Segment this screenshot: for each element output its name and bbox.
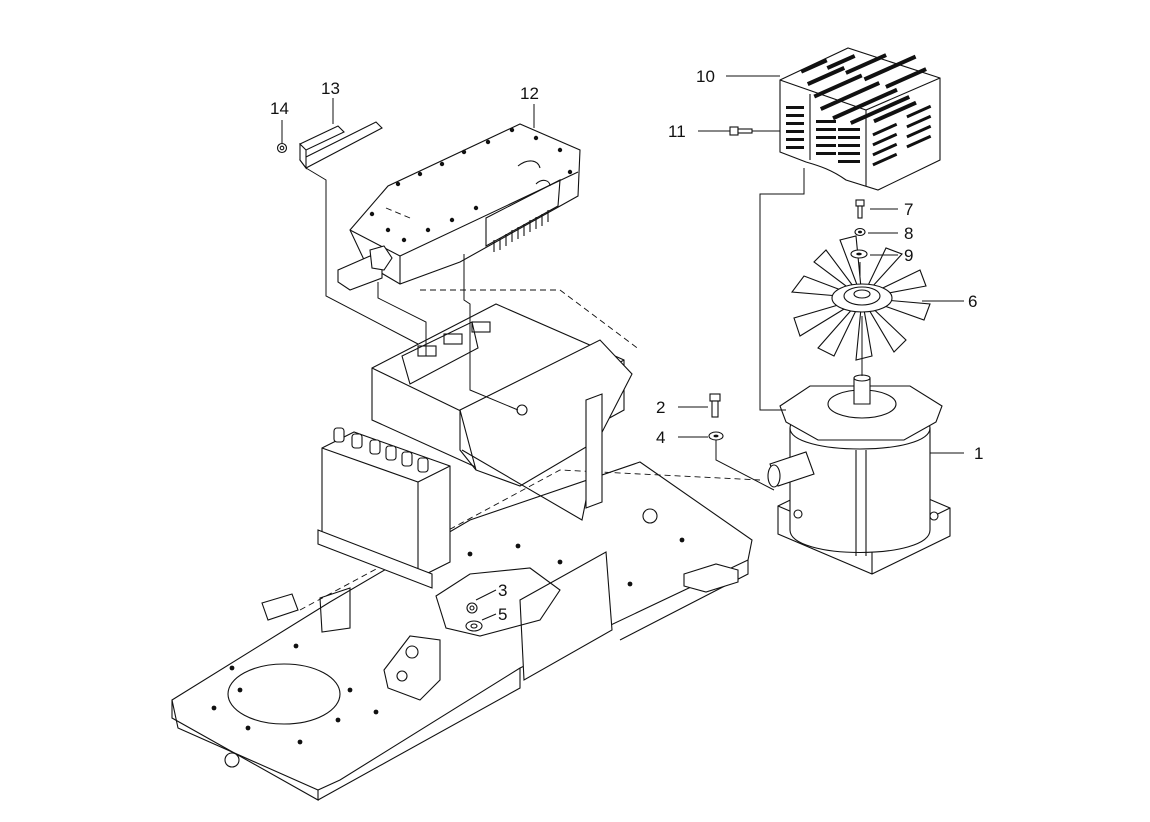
mount-bracket — [383, 635, 441, 701]
controller-unit — [337, 123, 581, 291]
motor — [767, 374, 951, 575]
tow-pin — [224, 752, 240, 768]
assembly-lines — [281, 75, 964, 621]
callout-7: 7 — [904, 200, 913, 219]
fan-cover — [779, 47, 941, 191]
callout-11: 11 — [668, 122, 686, 141]
bolt — [709, 393, 721, 418]
screw — [855, 199, 865, 219]
callout-8: 8 — [904, 224, 913, 243]
cover-plate — [519, 551, 613, 681]
battery — [317, 427, 451, 589]
support-post — [585, 393, 603, 509]
callout-3: 3 — [498, 581, 507, 600]
bracket — [299, 121, 383, 170]
mount-nut — [465, 620, 483, 632]
lock-washer — [854, 227, 866, 237]
washer — [708, 431, 724, 441]
callout-13: 13 — [321, 79, 340, 98]
callout-6: 6 — [968, 292, 977, 311]
callout-10: 10 — [696, 67, 715, 86]
callout-9: 9 — [904, 246, 913, 265]
callout-5: 5 — [498, 605, 507, 624]
callout-12: 12 — [520, 84, 539, 103]
callout-4: 4 — [656, 428, 665, 447]
cover-screw — [729, 126, 753, 136]
callout-2: 2 — [656, 398, 665, 417]
nut — [276, 142, 288, 154]
callouts: 1 2 3 4 5 6 7 8 9 10 11 12 13 14 — [270, 67, 983, 624]
callout-14: 14 — [270, 99, 289, 118]
flat-washer — [850, 249, 868, 259]
turntable-opening — [227, 663, 341, 725]
mount-bolt — [466, 602, 478, 614]
fan — [790, 235, 931, 361]
chassis-frame — [171, 461, 761, 801]
callout-1: 1 — [974, 444, 983, 463]
